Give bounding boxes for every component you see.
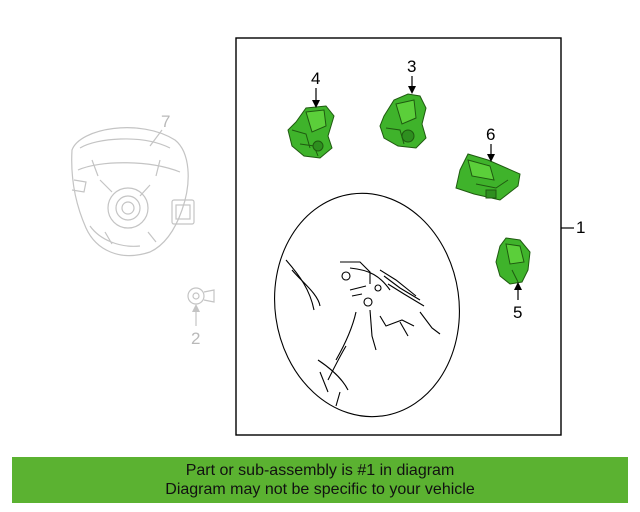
- callout-7-leader: [149, 129, 163, 147]
- parts-diagram: [71, 37, 574, 436]
- callout-6-arrowhead: [487, 154, 495, 162]
- banner-line-2: Diagram may not be specific to your vehi…: [165, 481, 475, 498]
- callout-4-arrowhead: [312, 100, 320, 108]
- info-banner: Part or sub-assembly is #1 in diagram Di…: [12, 457, 628, 503]
- callout-4: 4: [311, 69, 321, 88]
- callout-5-arrowhead: [514, 282, 522, 290]
- switch-part-3: [379, 93, 427, 149]
- bracket-part-6: [455, 153, 521, 201]
- switch-part-4: [287, 105, 335, 159]
- assembly-frame: [235, 37, 562, 436]
- switch-part-5: [495, 237, 531, 285]
- banner-line-1: Part or sub-assembly is #1 in diagram: [185, 462, 455, 479]
- airbag-module: [71, 127, 195, 257]
- callout-3: 3: [407, 57, 417, 76]
- callout-6: 6: [486, 125, 496, 144]
- callout-1: 1: [576, 218, 586, 237]
- callout-2: 2: [191, 329, 201, 348]
- steering-wheel: [274, 192, 460, 418]
- clip: [187, 287, 215, 305]
- callout-3-arrowhead: [408, 86, 416, 94]
- callout-7: 7: [161, 112, 171, 131]
- callout-2-arrowhead: [192, 304, 200, 312]
- callout-5: 5: [513, 303, 523, 322]
